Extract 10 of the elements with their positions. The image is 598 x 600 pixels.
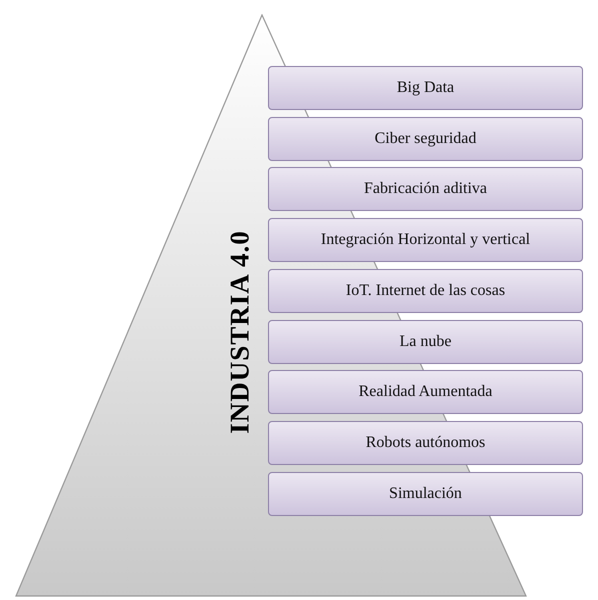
topic-bar: Robots autónomos: [268, 420, 583, 465]
topic-bar: Simulación: [268, 472, 583, 516]
topic-bar: Integración Horizontal y vertical: [268, 218, 583, 262]
topic-bar: Realidad Aumentada: [268, 370, 583, 414]
pyramid-title: INDUSTRIA 4.0: [224, 230, 256, 434]
topic-bar: IoT. Internet de las cosas: [268, 268, 583, 313]
topic-bar: Big Data: [268, 66, 583, 110]
topic-bar: Ciber seguridad: [268, 116, 583, 161]
topic-bar: La nube: [268, 320, 583, 364]
topic-bar: Fabricación aditiva: [268, 167, 583, 212]
